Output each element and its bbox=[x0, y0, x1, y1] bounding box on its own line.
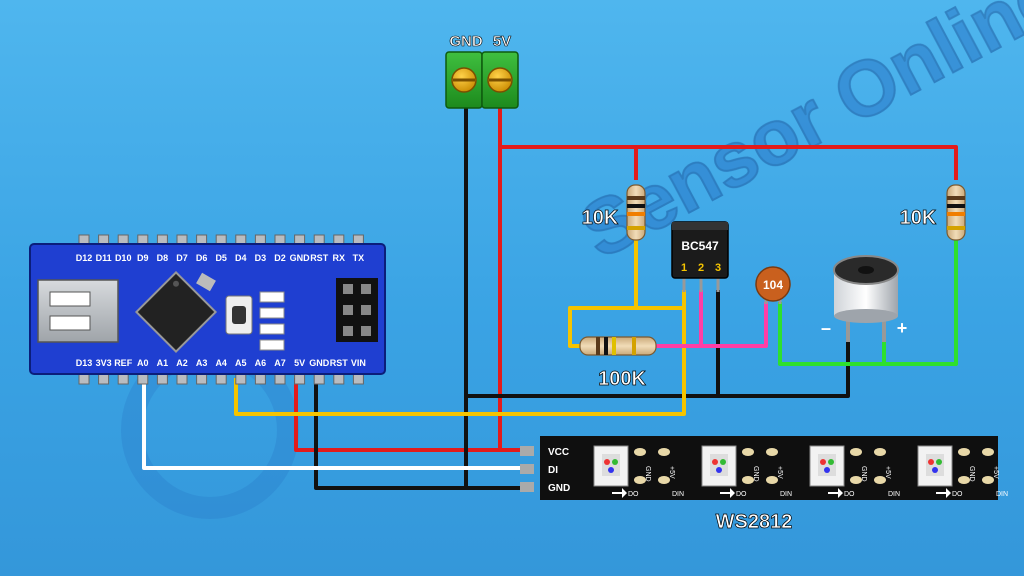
pad-label-5v: +5V bbox=[776, 466, 783, 479]
pin-label-d13: D13 bbox=[76, 358, 93, 368]
pin-label-rx: RX bbox=[333, 253, 346, 263]
resistor-r2: 10K bbox=[899, 184, 966, 241]
pad-label-din: DIN bbox=[996, 491, 1008, 498]
pin-label-a6: A6 bbox=[255, 358, 267, 368]
capacitor-label: 104 bbox=[763, 278, 783, 292]
icsp-header bbox=[336, 278, 378, 342]
pin-label-rst: RST bbox=[310, 253, 329, 263]
pin-label-d10: D10 bbox=[115, 253, 132, 263]
pin-label-5v: 5V bbox=[294, 358, 305, 368]
pad-label-5v: +5V bbox=[992, 466, 999, 479]
pin-label-a0: A0 bbox=[137, 358, 149, 368]
mic-plus-label: + bbox=[897, 318, 908, 338]
pad-label-do: DO bbox=[628, 491, 639, 498]
arrow-right-icon bbox=[612, 488, 627, 498]
strip-pin-di: DI bbox=[548, 465, 558, 476]
pin-label-3v3: 3V3 bbox=[96, 358, 112, 368]
led-chip bbox=[917, 445, 953, 487]
wire-gnd-arduino bbox=[314, 378, 466, 490]
led-cells: GND +5V DO DIN GND +5V DO DIN GND +5V DO DIN GND +5V D… bbox=[593, 445, 1008, 498]
wire-mic-plus bbox=[882, 240, 958, 366]
transistor-pin-1: 1 bbox=[681, 262, 687, 274]
pad-label-din: DIN bbox=[888, 491, 900, 498]
pin-label-d12: D12 bbox=[76, 253, 93, 263]
pin-label-tx: TX bbox=[353, 253, 365, 263]
wire-gnd-mic bbox=[718, 340, 850, 398]
pad-label-gnd: GND bbox=[860, 466, 867, 482]
strip-pin-gnd: GND bbox=[548, 483, 570, 494]
pad-label-gnd: GND bbox=[644, 466, 651, 482]
wire-5v-top bbox=[500, 145, 958, 180]
pad-label-do: DO bbox=[844, 491, 855, 498]
pin-label-d3: D3 bbox=[255, 253, 267, 263]
transistor-bc547: BC547 1 2 3 bbox=[671, 221, 729, 292]
pad-label-din: DIN bbox=[780, 491, 792, 498]
wire-gnd-main bbox=[464, 108, 524, 490]
pin-label-d9: D9 bbox=[137, 253, 149, 263]
wire-signal bbox=[568, 240, 638, 348]
pin-label-a3: A3 bbox=[196, 358, 208, 368]
terminal-5v-label: 5V bbox=[493, 33, 511, 50]
pin-label-d8: D8 bbox=[157, 253, 169, 263]
led-strip: VCC DI GND GND +5V DO DIN GND +5V DO DIN GND +5V D… bbox=[520, 436, 1008, 533]
pin-label-d7: D7 bbox=[176, 253, 188, 263]
pad-label-5v: +5V bbox=[884, 466, 891, 479]
pin-label-a5: A5 bbox=[235, 358, 247, 368]
pin-label-d5: D5 bbox=[215, 253, 227, 263]
wire-5v-arduino bbox=[294, 378, 500, 452]
resistor-r2-label: 10K bbox=[900, 207, 937, 229]
wire-mic-bias bbox=[656, 302, 768, 348]
mcu-chip bbox=[134, 270, 218, 354]
pin-label-a4: A4 bbox=[215, 358, 227, 368]
resistor-r3-label: 100K bbox=[598, 368, 646, 390]
pad-label-gnd: GND bbox=[968, 466, 975, 482]
pin-label-a1: A1 bbox=[157, 358, 169, 368]
wire-5v-main bbox=[498, 108, 524, 452]
wire-data bbox=[142, 378, 524, 470]
transistor-name: BC547 bbox=[681, 239, 719, 253]
pin-label-d6: D6 bbox=[196, 253, 208, 263]
led-strip-name: WS2812 bbox=[716, 511, 793, 533]
wire-cap-mic bbox=[778, 302, 884, 366]
power-terminal: GND 5V bbox=[445, 33, 519, 109]
resistor-r1: 10K bbox=[581, 184, 646, 241]
pad-label-do: DO bbox=[952, 491, 963, 498]
arrow-right-icon bbox=[828, 488, 843, 498]
pin-label-ref: REF bbox=[114, 358, 133, 368]
arrow-right-icon bbox=[720, 488, 735, 498]
pin-label-vin: VIN bbox=[351, 358, 366, 368]
strip-pin-vcc: VCC bbox=[548, 447, 569, 458]
pin-label-a2: A2 bbox=[176, 358, 188, 368]
capacitor-104: 104 bbox=[755, 266, 791, 304]
mic-minus-label: – bbox=[821, 318, 831, 338]
pad-label-gnd: GND bbox=[752, 466, 759, 482]
arrow-right-icon bbox=[936, 488, 951, 498]
resistor-r3: 100K bbox=[579, 336, 657, 390]
pin-label-gnd: GND bbox=[309, 358, 330, 368]
pad-label-din: DIN bbox=[672, 491, 684, 498]
pad-label-5v: +5V bbox=[668, 466, 675, 479]
pin-label-rst: RST bbox=[330, 358, 349, 368]
pad-label-do: DO bbox=[736, 491, 747, 498]
pin-label-gnd: GND bbox=[290, 253, 311, 263]
transistor-pin-3: 3 bbox=[715, 262, 721, 274]
pin-label-d2: D2 bbox=[274, 253, 286, 263]
pin-label-d4: D4 bbox=[235, 253, 247, 263]
wire-signal-arduino bbox=[234, 306, 686, 416]
transistor-pin-2: 2 bbox=[698, 262, 704, 274]
usb-connector-icon bbox=[37, 279, 119, 343]
terminal-gnd-label: GND bbox=[449, 33, 483, 50]
wires bbox=[142, 108, 958, 490]
microphone: – + bbox=[821, 255, 908, 342]
pin-label-d11: D11 bbox=[96, 253, 112, 263]
resistor-r1-label: 10K bbox=[582, 207, 619, 229]
pin-label-a7: A7 bbox=[274, 358, 286, 368]
